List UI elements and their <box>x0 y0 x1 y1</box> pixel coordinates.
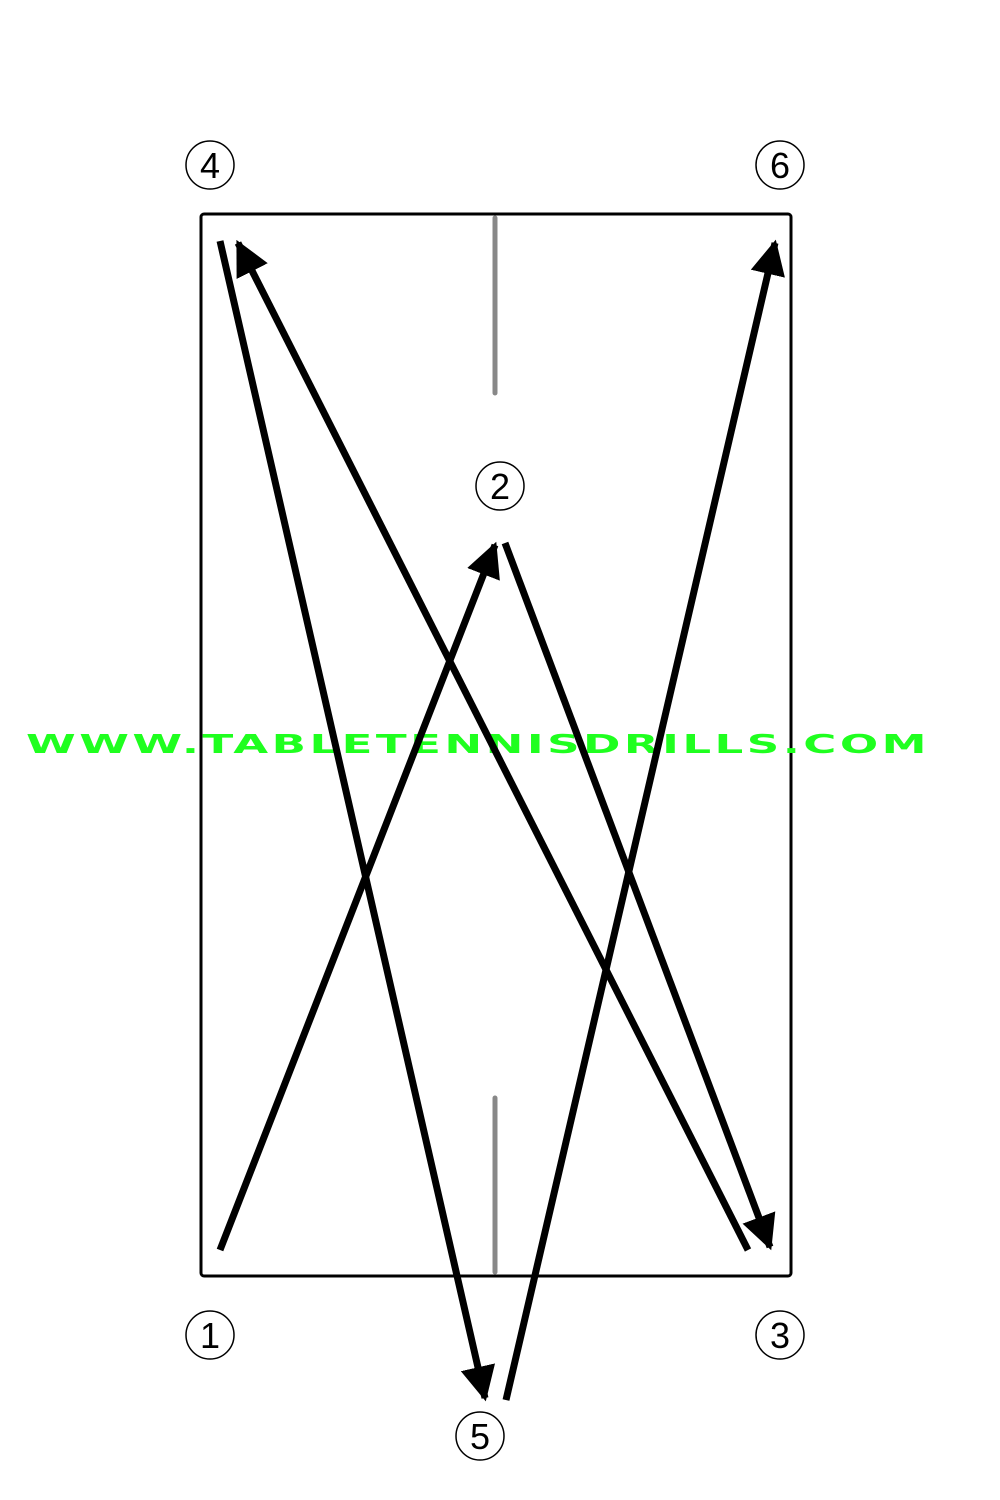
position-label-6: 6 <box>770 145 790 186</box>
position-marker-3: 3 <box>755 1310 805 1360</box>
position-marker-2: 2 <box>475 461 525 511</box>
position-marker-1: 1 <box>185 1310 235 1360</box>
position-label-3: 3 <box>770 1315 790 1356</box>
watermark: WWW.TABLETENNISDRILLS.COM <box>26 730 930 760</box>
shot-arrow-3-to-4 <box>234 239 752 1252</box>
table-outline <box>199 212 793 1278</box>
position-marker-4: 4 <box>185 140 235 190</box>
position-label-4: 4 <box>200 145 220 186</box>
position-marker-5: 5 <box>455 1411 505 1461</box>
position-label-5: 5 <box>470 1416 490 1457</box>
shot-arrow-1-to-2 <box>216 541 500 1252</box>
shot-arrow-2-to-3 <box>501 541 776 1251</box>
position-label-1: 1 <box>200 1315 220 1356</box>
position-marker-6: 6 <box>755 140 805 190</box>
shot-arrow-5-to-6 <box>502 239 785 1401</box>
shot-arrow-4-to-5 <box>216 240 496 1402</box>
position-label-2: 2 <box>490 466 510 507</box>
